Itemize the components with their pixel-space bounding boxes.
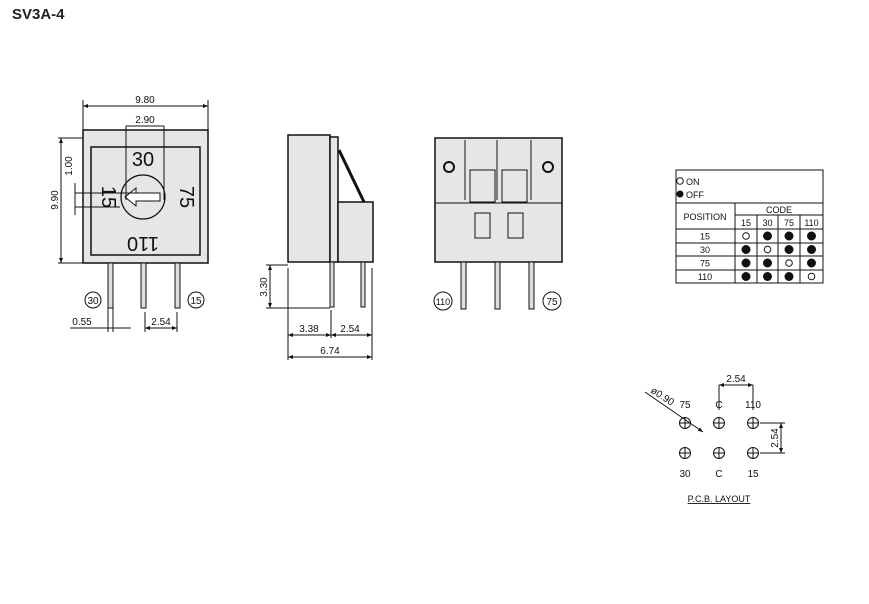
height-dim: 9.90 xyxy=(50,190,61,210)
legend-on: ON xyxy=(686,177,700,187)
state-off-icon xyxy=(763,231,772,241)
state-off-icon xyxy=(784,231,794,241)
pcb-top-label: 75 xyxy=(679,400,691,411)
state-on-icon xyxy=(763,245,772,254)
pcb-top-label: 110 xyxy=(745,400,761,411)
dial-label-30: 30 xyxy=(132,149,154,171)
part-number-title: SV3A-4 xyxy=(12,6,65,23)
dial-label-75: 75 xyxy=(175,186,197,208)
dim-b: 2.54 xyxy=(340,324,360,335)
state-off-icon xyxy=(741,245,751,254)
state-off-icon xyxy=(807,258,816,268)
state-on-icon xyxy=(807,272,816,281)
pin-label-75: 75 xyxy=(546,297,558,308)
offset-dim: 1.00 xyxy=(64,156,75,176)
knob-dim: 2.90 xyxy=(135,115,155,126)
code-column-header: 30 xyxy=(762,218,772,228)
front-view: 30 15 75 110 9.80 2.90 9.90 1.00 30 15 0… xyxy=(50,95,209,332)
code-column-header: 75 xyxy=(784,218,794,228)
table-row-position: 15 xyxy=(700,232,710,242)
state-off-icon xyxy=(807,231,816,241)
pin-label-15: 15 xyxy=(190,296,202,307)
table-row-position: 110 xyxy=(698,272,712,282)
rotary-knob xyxy=(120,174,166,220)
code-column-header: 110 xyxy=(804,218,818,228)
state-off-icon xyxy=(763,272,772,281)
pin-label-110: 110 xyxy=(436,297,450,307)
dial-label-110: 110 xyxy=(127,232,159,254)
hole-diameter-dim: ø0.90 xyxy=(648,385,676,408)
dim-a: 3.38 xyxy=(299,324,319,335)
pin-length-dim: 3.30 xyxy=(259,277,270,297)
state-on-icon xyxy=(785,259,793,267)
state-on-icon xyxy=(742,232,750,240)
position-header: POSITION xyxy=(683,212,726,222)
state-off-icon xyxy=(784,272,794,281)
pcb-top-label: C xyxy=(715,400,722,411)
pin-label-30: 30 xyxy=(87,296,99,307)
back-view: 110 75 xyxy=(433,137,563,311)
state-off-icon xyxy=(807,245,816,254)
code-column-header: 15 xyxy=(741,218,751,228)
pcb-pitch-h: 2.54 xyxy=(726,374,746,385)
dial-label-15: 15 xyxy=(97,186,119,208)
state-off-icon xyxy=(784,245,794,254)
pin-width-dim: 0.55 xyxy=(72,317,92,328)
table-row-position: 75 xyxy=(700,259,710,269)
pcb-layout: 2.54 2.54 ø0.90 P.C.B. LAYOUT 75 30 C C 110 1… xyxy=(644,374,785,504)
side-view: 3.30 3.38 2.54 6.74 xyxy=(259,134,374,360)
legend-off: OFF xyxy=(686,190,704,200)
code-table: ON OFF POSITION CODE 15 30 75 110 15 30 75 110 xyxy=(675,169,824,284)
pitch-dim: 2.54 xyxy=(151,317,171,328)
pcb-bottom-label: 30 xyxy=(679,469,691,480)
table-row-position: 30 xyxy=(700,245,710,255)
pcb-bottom-label: 15 xyxy=(747,469,759,480)
state-off-icon xyxy=(763,258,772,268)
total-depth-dim: 6.74 xyxy=(320,346,340,357)
pcb-layout-caption: P.C.B. LAYOUT xyxy=(688,494,751,504)
pcb-bottom-label: C xyxy=(715,469,722,480)
pcb-pitch-v: 2.54 xyxy=(770,428,781,448)
state-off-icon xyxy=(741,258,751,268)
width-dim: 9.80 xyxy=(135,95,155,106)
state-off-icon xyxy=(741,272,751,281)
code-header: CODE xyxy=(766,205,792,215)
